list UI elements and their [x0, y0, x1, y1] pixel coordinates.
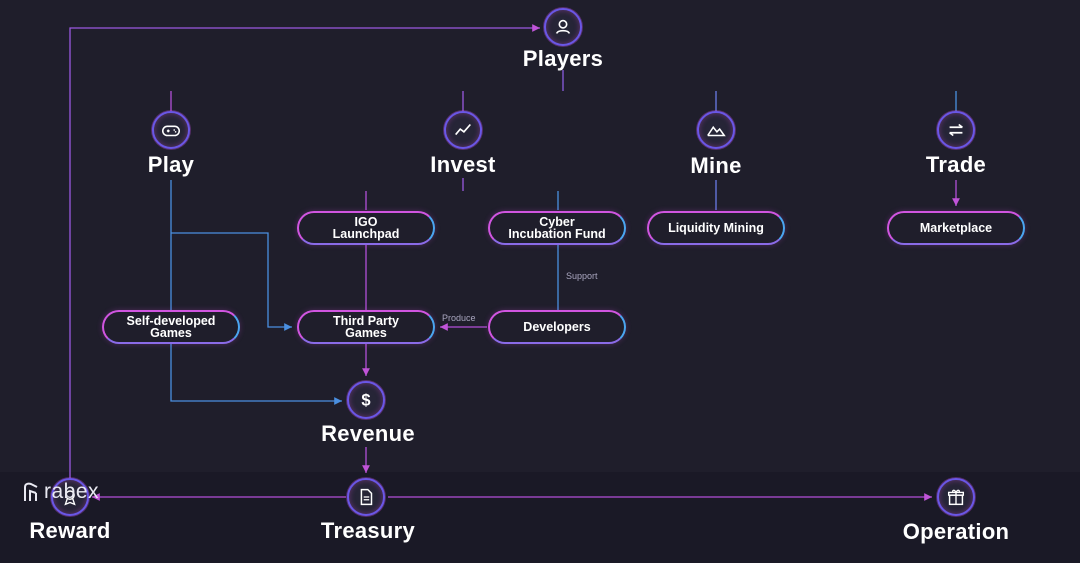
user-icon: [555, 19, 571, 34]
selfdev-to-revenue: [170, 344, 342, 405]
treasury-label: Treasury: [320, 518, 416, 543]
treasury-node: [347, 478, 385, 516]
play-node: [152, 111, 190, 149]
brand-name: rabex: [44, 480, 100, 503]
dollar-icon: $: [361, 392, 370, 410]
self-developed-games-box: Self-developed Games: [102, 310, 240, 344]
gift-icon: [947, 489, 965, 506]
developers-box: Developers: [488, 310, 626, 344]
produce-label: Produce: [442, 313, 476, 323]
trade-node: [937, 111, 975, 149]
support-label: Support: [566, 271, 598, 281]
revenue-label: Revenue: [321, 421, 415, 446]
invest-node: [444, 111, 482, 149]
third-party-games-box: Third Party Games: [297, 310, 435, 344]
invest-label: Invest: [430, 152, 496, 177]
play-to-thirdparty: [171, 232, 292, 331]
brand-logo: rabex: [22, 480, 99, 504]
reward-icon: [64, 490, 76, 506]
reward-label: Reward: [29, 518, 111, 543]
revenue-node: $: [347, 381, 385, 419]
gamepad-icon: [161, 125, 181, 137]
reward-node: [51, 478, 89, 516]
operation-node: [937, 478, 975, 516]
players-node: [544, 8, 582, 46]
igo-launchpad-box: IGO Launchpad: [297, 211, 435, 245]
mine-label: Mine: [690, 153, 742, 178]
trend-line-icon: [455, 123, 471, 136]
svg-text:$: $: [361, 392, 370, 410]
rabex-logo-icon: [24, 482, 38, 501]
footer-band: [0, 472, 1080, 563]
swap-arrows-icon: [949, 123, 963, 137]
reward-to-players: [69, 24, 540, 478]
trade-label: Trade: [925, 152, 987, 177]
players-label: Players: [522, 46, 604, 71]
liquidity-mining-box: Liquidity Mining: [647, 211, 785, 245]
play-label: Play: [147, 152, 195, 177]
operation-label: Operation: [902, 519, 1010, 544]
cyber-incubation-fund-box: Cyber Incubation Fund: [488, 211, 626, 245]
mine-node: [697, 111, 735, 149]
marketplace-box: Marketplace: [887, 211, 1025, 245]
mountain-icon: [707, 125, 726, 137]
document-icon: [360, 488, 373, 506]
